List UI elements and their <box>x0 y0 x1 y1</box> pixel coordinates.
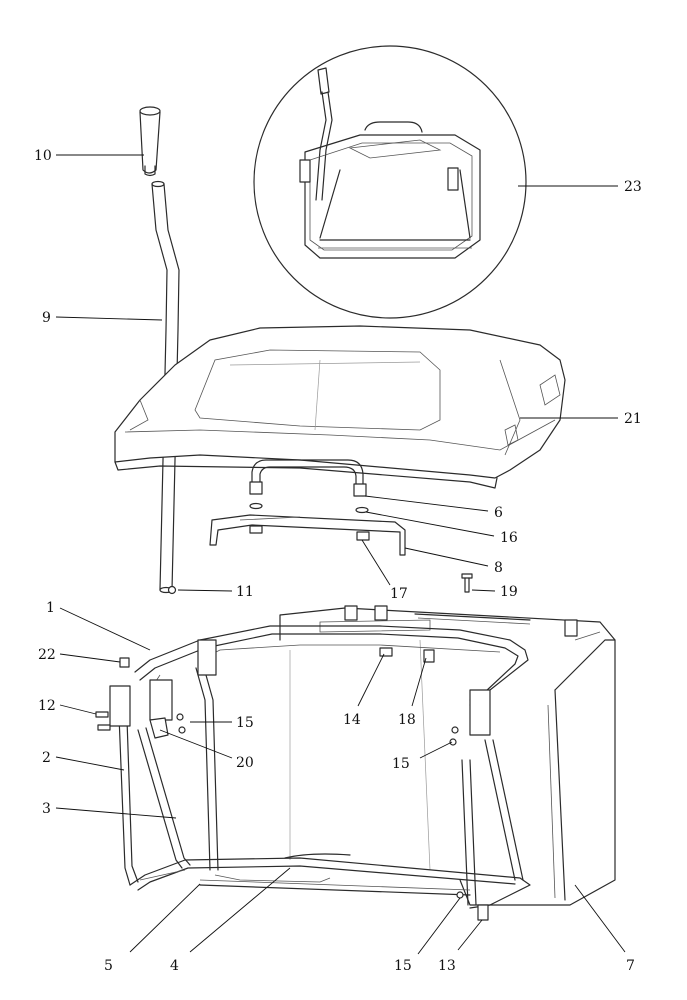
spacer-22 <box>119 657 130 668</box>
nuts-15 <box>176 713 464 899</box>
callout-15-bottom: 15 <box>394 958 412 974</box>
bolt-19 <box>461 573 473 593</box>
leader-lines <box>55 154 626 955</box>
callout-18: 18 <box>398 712 416 728</box>
washers-16 <box>249 502 369 514</box>
callout-14: 14 <box>343 712 361 728</box>
callout-11: 11 <box>236 584 254 600</box>
callout-3: 3 <box>42 801 51 817</box>
callout-17: 17 <box>390 586 408 602</box>
callout-15-left: 15 <box>236 715 254 731</box>
callout-10: 10 <box>34 148 52 164</box>
lower-frame <box>129 853 531 909</box>
hood-cover <box>114 325 566 489</box>
callout-1: 1 <box>46 600 55 616</box>
callout-23: 23 <box>624 179 642 195</box>
bolt-11 <box>167 585 177 595</box>
callout-9: 9 <box>42 310 51 326</box>
grass-bag <box>279 605 616 906</box>
callout-21: 21 <box>624 411 642 427</box>
inset-assembled-view <box>253 45 527 319</box>
bolts-12 <box>95 711 111 731</box>
callout-16: 16 <box>500 530 518 546</box>
callout-15-right: 15 <box>392 756 410 772</box>
callout-labels: 10 9 23 21 6 16 8 17 19 11 1 22 12 15 2 … <box>34 148 642 974</box>
clip-18 <box>423 649 435 663</box>
bolt-13 <box>477 904 489 921</box>
callout-20: 20 <box>236 755 254 771</box>
side-frame-right <box>461 689 524 906</box>
carry-handle <box>249 459 367 497</box>
nuts-17 <box>249 525 370 541</box>
side-frame-left <box>109 679 173 886</box>
callout-5: 5 <box>104 958 113 974</box>
callout-22: 22 <box>38 647 56 663</box>
clip-14 <box>379 647 393 657</box>
callout-12: 12 <box>38 698 56 714</box>
callout-13: 13 <box>438 958 456 974</box>
bracket-plate <box>209 514 406 556</box>
callout-7: 7 <box>626 958 635 974</box>
callout-8: 8 <box>494 560 503 576</box>
callout-6: 6 <box>494 505 503 521</box>
handle-grip <box>139 106 161 177</box>
support-arm-left <box>137 639 219 871</box>
nut-20 <box>149 717 169 739</box>
callout-19: 19 <box>500 584 518 600</box>
callout-4: 4 <box>170 958 179 974</box>
callout-2: 2 <box>42 750 51 766</box>
